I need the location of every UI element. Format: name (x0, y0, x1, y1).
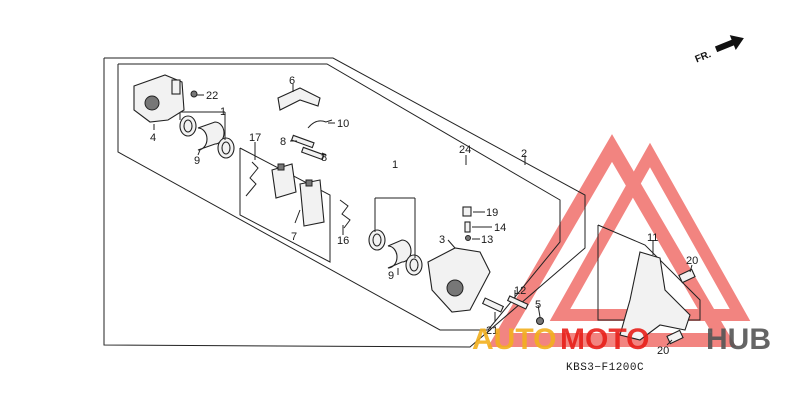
front-direction-indicator: FR. (694, 35, 744, 65)
watermark-auto: AUTO (472, 323, 556, 356)
callout-12: 12 (514, 285, 526, 297)
callout-1-left: 1 (220, 106, 226, 118)
assembly-outline-24 (103, 57, 586, 348)
callout-8-lower: 8 (321, 152, 327, 164)
watermark-text: AUTO MOTO HUB (472, 323, 771, 356)
callout-7: 7 (291, 231, 297, 243)
watermark-hub: HUB (706, 323, 771, 356)
pad-clip-part-17 (245, 161, 259, 197)
callout-24: 24 (459, 144, 471, 156)
piston-set-right (368, 229, 423, 276)
callout-17: 17 (249, 132, 261, 144)
callout-2: 2 (521, 148, 527, 160)
bracket-outline (597, 224, 701, 321)
callout-20-upper: 20 (686, 255, 698, 267)
callout-9-left: 9 (194, 155, 200, 167)
watermark-moto: MOTO (560, 323, 649, 356)
callout-labels: 22 1 4 9 6 10 17 8 8 7 16 24 2 1 19 14 1… (150, 75, 698, 357)
caliper-body-part-4 (133, 74, 185, 123)
callout-16: 16 (337, 235, 349, 247)
pad-pins-part-8 (290, 134, 325, 161)
callout-21: 21 (486, 325, 498, 337)
callout-11: 11 (647, 232, 658, 244)
callout-19: 19 (486, 207, 498, 219)
callout-3: 3 (439, 234, 445, 246)
bolts-parts-12-21-5 (481, 295, 544, 325)
piston-set-left (179, 115, 235, 159)
pad-spring-part-6 (277, 87, 321, 111)
assembly-outline-2 (117, 63, 561, 331)
callout-6: 6 (289, 75, 295, 87)
front-arrow-icon (714, 35, 744, 53)
caliper-body-part-3 (427, 247, 491, 313)
brake-pads-part-7 (271, 163, 325, 227)
caliper-bracket-part-11 (619, 251, 691, 341)
bracket-bolts-part-20 (666, 268, 696, 345)
callout-13: 13 (481, 234, 493, 246)
callout-8-upper: 8 (280, 136, 286, 148)
front-label: FR. (694, 49, 713, 65)
diagram-code: KBS3−F1200C (566, 362, 644, 374)
bleeder-valve-parts (462, 206, 472, 241)
callout-10: 10 (337, 118, 349, 130)
callout-22: 22 (206, 90, 218, 102)
pad-set-outline (239, 147, 331, 263)
pin-clip-part-10 (307, 119, 333, 129)
watermark-triangle-logo (487, 134, 751, 347)
callout-1-right: 1 (392, 159, 398, 171)
callout-20-lower: 20 (657, 345, 669, 357)
callout-4: 4 (150, 132, 156, 144)
bleeder-cap-part-22 (190, 90, 198, 98)
callout-5: 5 (535, 299, 541, 311)
leader-lines (153, 84, 693, 346)
callout-9-right: 9 (388, 270, 394, 282)
pad-clip-part-16 (339, 199, 351, 229)
callout-14: 14 (494, 222, 506, 234)
